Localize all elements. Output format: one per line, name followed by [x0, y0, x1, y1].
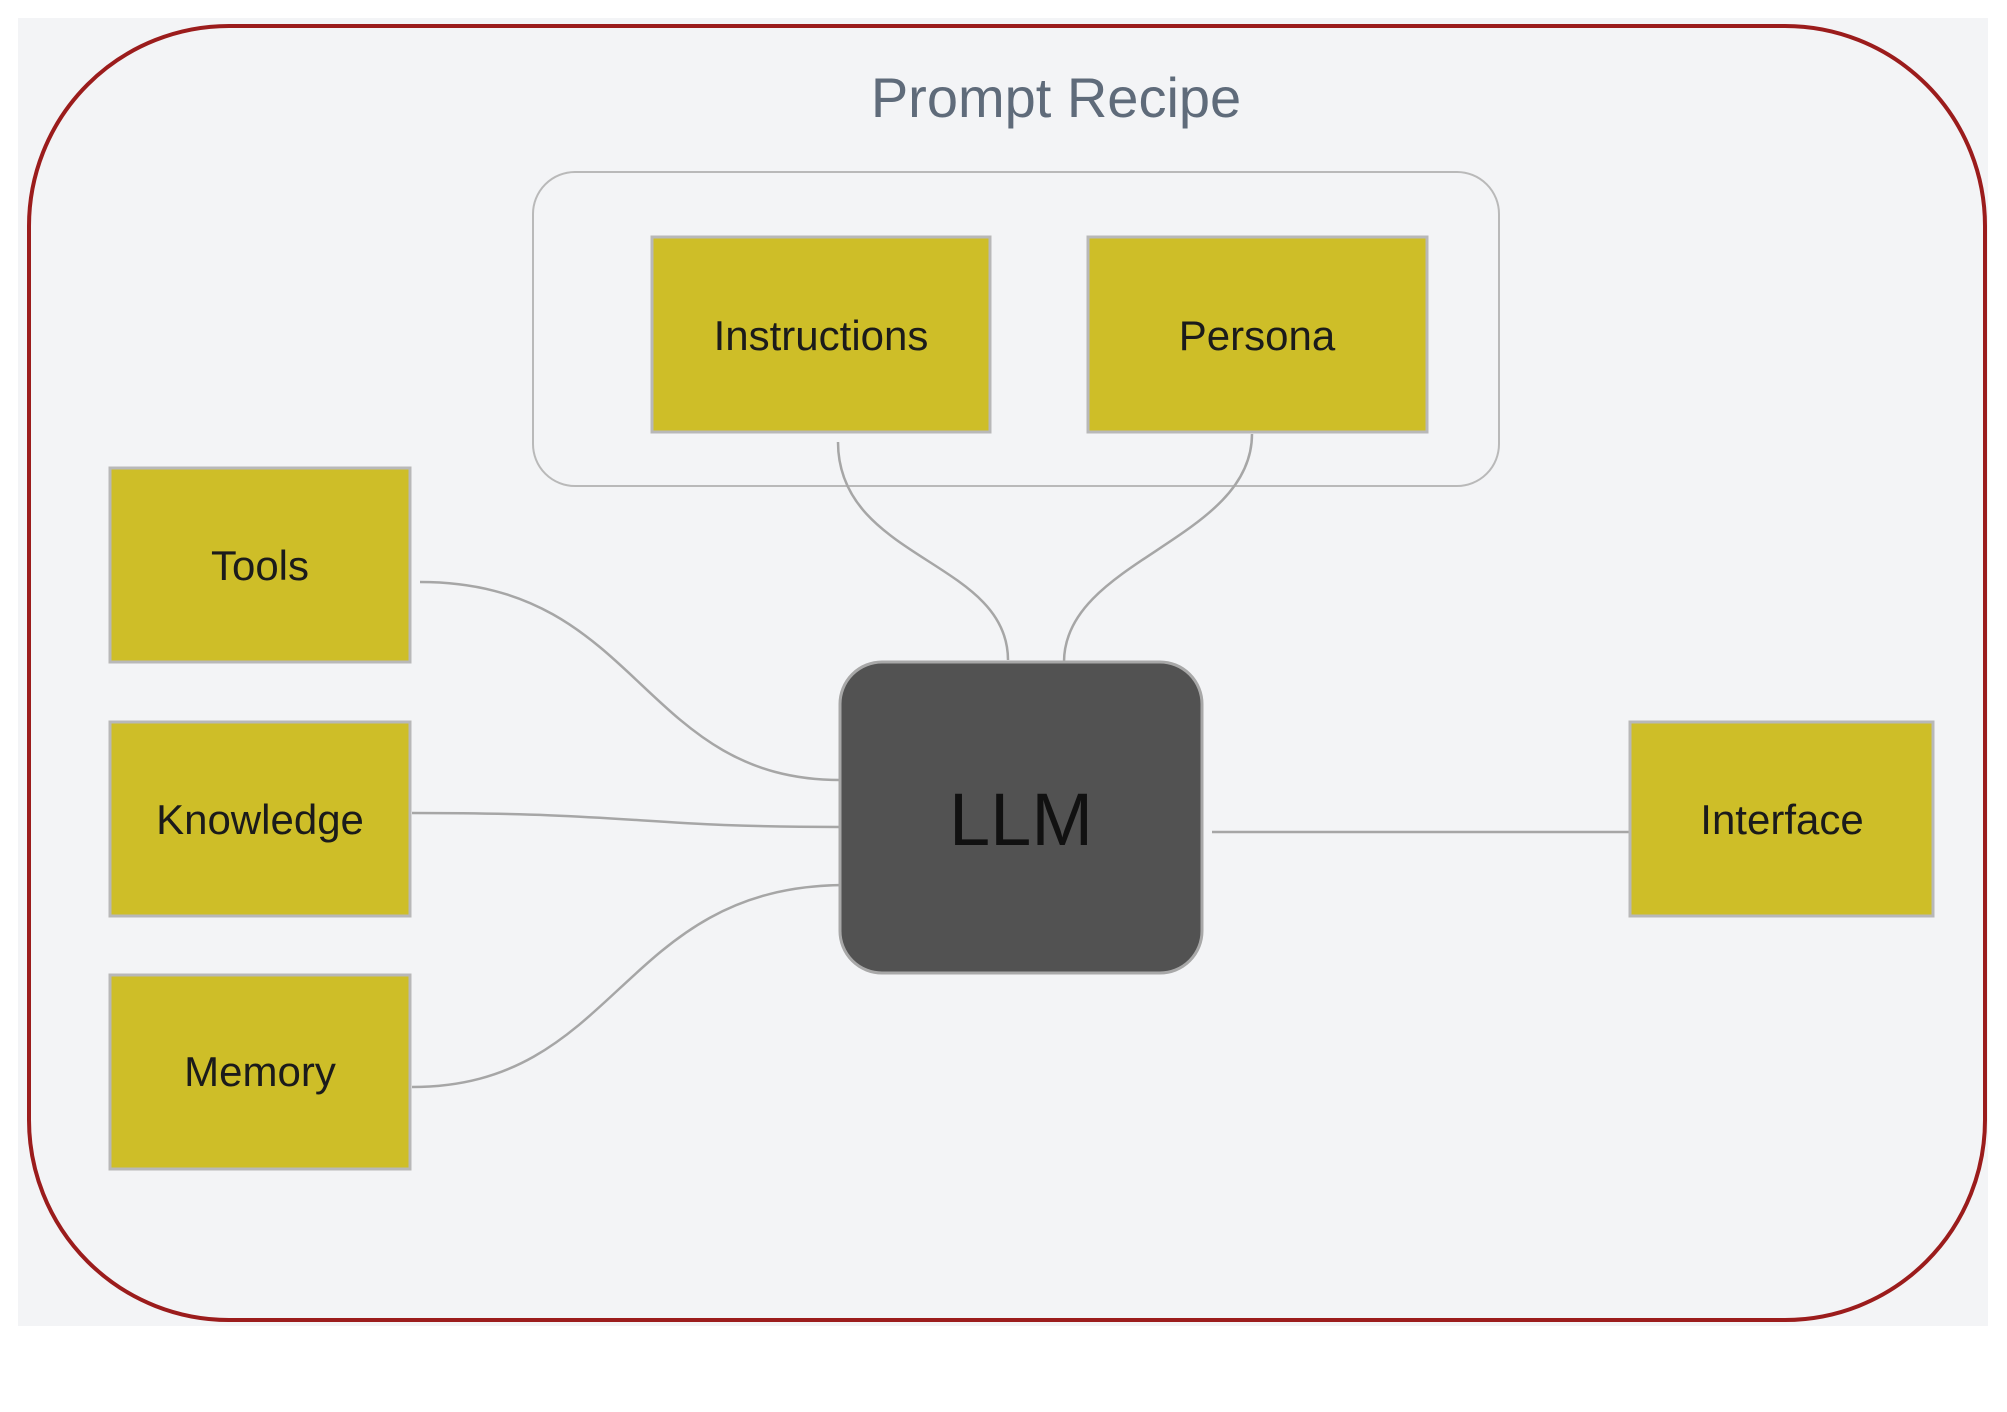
prompt-group-box	[532, 171, 1500, 487]
node-memory: Memory	[108, 973, 412, 1171]
node-tools-label: Tools	[211, 542, 309, 589]
edge-memory-llm	[411, 883, 847, 1089]
edges	[411, 433, 1642, 1089]
edge-knowledge-llm	[411, 811, 841, 829]
node-memory-label: Memory	[184, 1048, 336, 1095]
node-knowledge-label: Knowledge	[156, 796, 364, 843]
node-interface-label: Interface	[1700, 796, 1863, 843]
node-instructions: Instructions	[650, 235, 992, 434]
edge-instructions-llm	[836, 441, 1010, 661]
node-interface: Interface	[1628, 720, 1935, 918]
edge-persona-llm	[1062, 433, 1254, 663]
diagram-title: Prompt Recipe	[871, 66, 1241, 129]
node-llm: LLM	[838, 660, 1204, 975]
node-persona: Persona	[1086, 235, 1429, 434]
node-instructions-label: Instructions	[714, 312, 929, 359]
node-persona-label: Persona	[1179, 312, 1336, 359]
edge-tools-llm	[419, 580, 841, 782]
node-llm-label: LLM	[949, 778, 1093, 861]
node-tools: Tools	[108, 466, 412, 664]
node-knowledge: Knowledge	[108, 720, 412, 918]
